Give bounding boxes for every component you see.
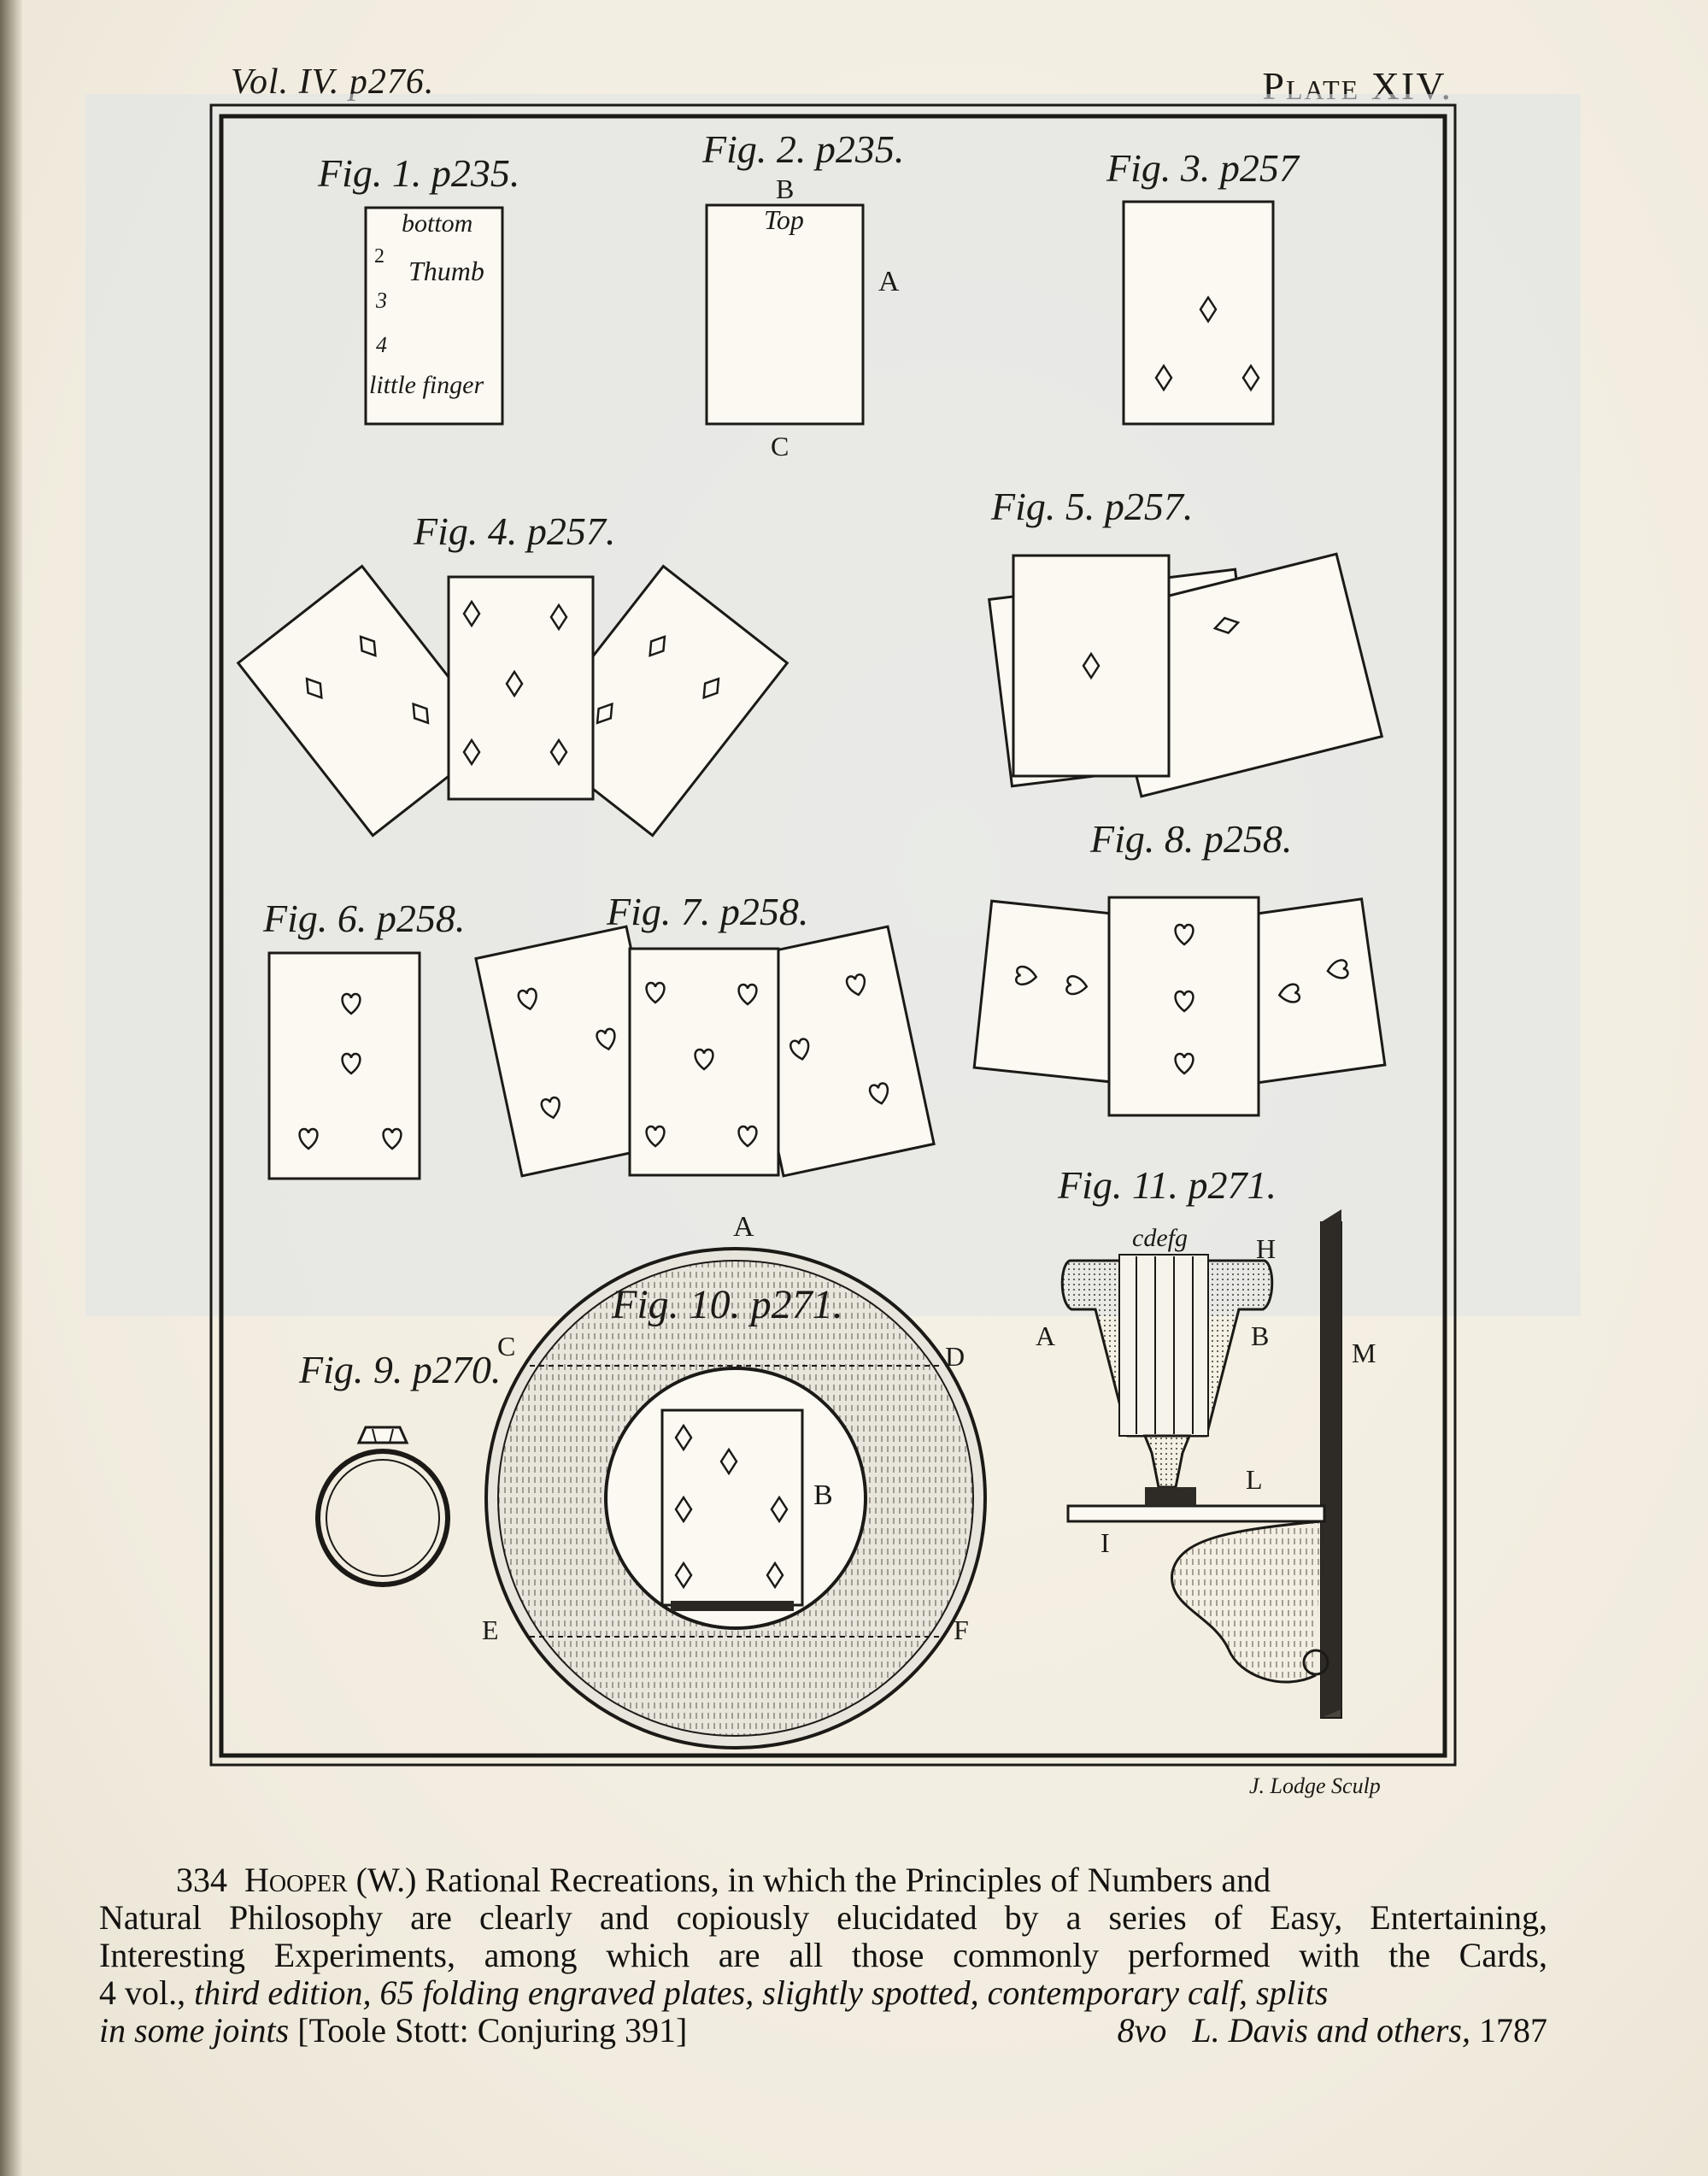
fig11-caption: Fig. 11. p271. (1057, 1163, 1277, 1207)
figure-7: Fig. 7. p258. (474, 890, 936, 1178)
title-line-1: Rational Recreations, in which the Princ… (425, 1861, 1271, 1899)
fig10-label-c: C (497, 1331, 515, 1361)
fig11-clamp (1145, 1487, 1196, 1506)
fig1-label-bottom: bottom (402, 209, 472, 238)
figure-11: Fig. 11. p271. cdefg H A B M L I (1036, 1163, 1376, 1719)
catalog-line-3: Interesting Experiments, among which are… (99, 1936, 1547, 1974)
figure-8: Fig. 8. p258. (972, 817, 1387, 1117)
fig2-label-c: C (771, 431, 789, 462)
book-format: 8vo (1117, 2011, 1167, 2050)
fig10-slot (671, 1601, 794, 1611)
figure-4: Fig. 4. p257. (236, 509, 789, 838)
fig10-label-d: D (945, 1341, 965, 1372)
fig10-label-b: B (813, 1479, 833, 1511)
ring-stone (356, 1426, 409, 1444)
fig2-label-b: B (776, 173, 794, 204)
fig2-label-a: A (878, 266, 900, 297)
imprint: 8vo L. Davis and others, 1787 (1118, 2012, 1547, 2050)
fig3-caption: Fig. 3. p257 (1106, 146, 1300, 190)
fig2-card (705, 203, 865, 426)
figure-9: Fig. 9. p270. (298, 1348, 501, 1587)
ring-band-inner (326, 1459, 440, 1577)
edition-description: third edition, 65 folding engraved plate… (194, 1973, 1329, 2012)
fig5-center-card (1012, 554, 1171, 778)
plate-frame-outer (209, 103, 1457, 1767)
fig1-label-3: 3 (375, 288, 387, 313)
ring-band (315, 1449, 450, 1587)
figure-3: Fig. 3. p257 (1106, 146, 1300, 426)
figure-6: Fig. 6. p258. (262, 897, 465, 1180)
fig11-label-i: I (1101, 1527, 1110, 1558)
fig9-caption: Fig. 9. p270. (298, 1348, 501, 1391)
fig2-label-top: Top (764, 204, 804, 235)
fig10-caption: Fig. 10. p271. (611, 1282, 843, 1327)
fig4-caption: Fig. 4. p257. (413, 509, 615, 553)
fig11-label-h: H (1256, 1233, 1276, 1264)
catalog-line-4: 4 vol., third edition, 65 folding engrav… (99, 1974, 1547, 2012)
fig11-stem (1142, 1434, 1192, 1489)
fig1-label-2: 2 (374, 245, 384, 268)
fig4-center-card (447, 575, 595, 801)
fig1-label-little-finger: little finger (369, 371, 484, 399)
figure-5: Fig. 5. p257. (988, 485, 1384, 798)
plate-frame-inner (219, 114, 1447, 1758)
book-spine-shadow (0, 0, 22, 2176)
fig11-label-l: L (1246, 1464, 1263, 1495)
figure-1: Fig. 1. p235. bottom 2 Thumb 3 4 little … (317, 151, 519, 426)
fig10-card (660, 1409, 804, 1607)
catalog-entry: 334 Hooper (W.) Rational Recreations, in … (99, 1861, 1547, 2050)
volumes-text: 4 vol., (99, 1973, 186, 2012)
fig1-label-4: 4 (376, 332, 387, 357)
condition-note: in some joints (99, 2011, 290, 2050)
lot-number: 334 (176, 1861, 227, 1899)
publication-year: 1787 (1479, 2011, 1547, 2050)
fig1-caption: Fig. 1. p235. (317, 151, 519, 195)
fig5-caption: Fig. 5. p257. (990, 485, 1193, 528)
fig11-post-edge (1321, 1209, 1341, 1718)
fig11-cylinder (1118, 1254, 1209, 1437)
fig10-label-f: F (954, 1614, 969, 1645)
author-name: Hooper (W.) (244, 1861, 417, 1899)
fig11-shelf (1066, 1504, 1326, 1523)
fig2-caption: Fig. 2. p235. (701, 127, 904, 171)
fig1-label-thumb: Thumb (408, 256, 484, 286)
fig10-label-a: A (733, 1211, 754, 1243)
publisher: L. Davis and others, (1192, 2011, 1470, 2050)
fig8-caption: Fig. 8. p258. (1089, 817, 1292, 861)
fig11-label-m: M (1352, 1338, 1376, 1368)
fig8-center-card (1107, 896, 1260, 1117)
catalog-line-5: in some joints [Toole Stott: Conjuring 3… (99, 2012, 1547, 2050)
engraver-signature: J. Lodge Sculp (1249, 1773, 1381, 1798)
fig11-label-b: B (1251, 1320, 1269, 1351)
fig7-caption: Fig. 7. p258. (606, 890, 808, 933)
fig11-label-cdefg: cdefg (1132, 1224, 1188, 1252)
figure-2: Fig. 2. p235. B Top A C (701, 127, 904, 462)
fig8-left-card (972, 899, 1130, 1084)
fig1-card (364, 206, 504, 426)
figure-10: A B C D E F Fig. 10. p271. (482, 1211, 987, 1750)
reference-note: [Toole Stott: Conjuring 391] (297, 2011, 688, 2050)
fig6-caption: Fig. 6. p258. (262, 897, 465, 940)
fig11-label-a: A (1036, 1320, 1055, 1351)
fig10-label-e: E (482, 1614, 499, 1645)
fig4-left-card (236, 564, 499, 838)
fig11-bracket (1171, 1520, 1322, 1684)
catalog-line-2: Natural Philosophy are clearly and copio… (99, 1898, 1547, 1937)
catalog-line-1: 334 Hooper (W.) Rational Recreations, in … (99, 1861, 1547, 1899)
